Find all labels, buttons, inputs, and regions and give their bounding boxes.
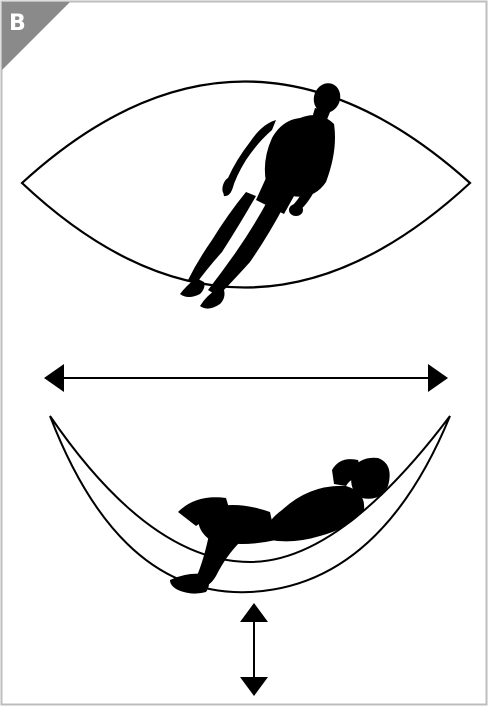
badge-label: B bbox=[9, 10, 39, 38]
